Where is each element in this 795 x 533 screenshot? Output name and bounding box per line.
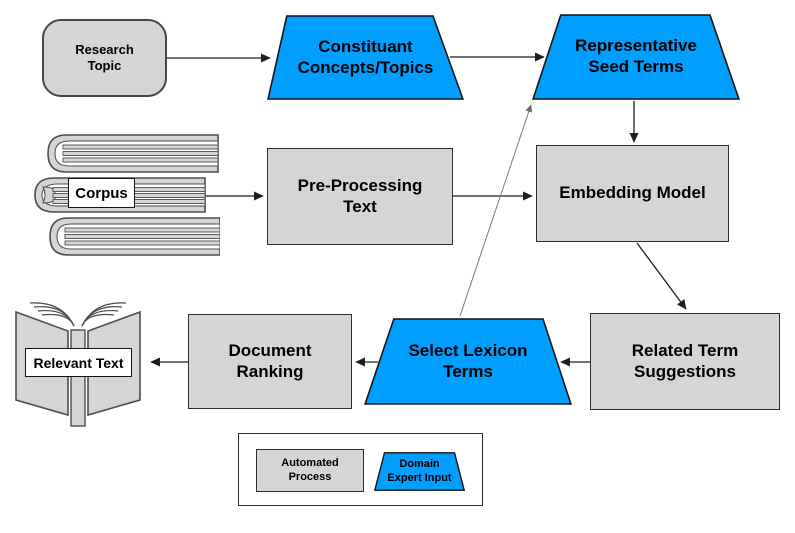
relevant-text-label-text: Relevant Text [33,354,124,371]
legend-automated-process-sample: Automated Process [256,449,364,492]
node-document-ranking: Document Ranking [188,314,352,409]
node-select-lexicon-terms: Select Lexicon Terms [364,318,572,405]
node-representative-seed-terms: Representative Seed Terms [532,14,740,100]
node-constituant-concepts: Constituant Concepts/Topics [267,15,464,100]
corpus-label: Corpus [68,178,135,208]
legend-domain-expert-sample: Domain Expert Input [374,452,465,491]
node-document-ranking-label: Document Ranking [228,340,312,381]
connector-select-feedback-to-representative [459,104,533,317]
node-embedding-model: Embedding Model [536,145,729,242]
node-representative-seed-terms-label: Representative Seed Terms [575,36,697,76]
node-constituant-concepts-label: Constituant Concepts/Topics [297,36,434,77]
node-select-lexicon-terms-label: Select Lexicon Terms [408,340,528,381]
node-pre-processing-text: Pre-Processing Text [267,148,453,245]
node-pre-processing-text-label: Pre-Processing Text [297,175,423,216]
node-related-term-suggestions: Related Term Suggestions [590,313,780,410]
node-embedding-model-label: Embedding Model [559,183,706,203]
corpus-label-text: Corpus [75,184,128,202]
legend-domain-expert-label: Domain Expert Input [387,457,452,484]
node-research-topic: Research Topic [42,19,167,97]
node-related-term-suggestions-label: Related Term Suggestions [631,340,739,381]
legend-box: Automated Process Domain Expert Input [238,433,483,506]
trapezoid-shape [267,15,464,100]
relevant-text-label: Relevant Text [25,348,132,377]
trapezoid-shape [532,14,740,100]
connector-embedding-to-related [636,242,687,310]
node-research-topic-label: Research Topic [75,42,134,73]
trapezoid-shape [364,318,572,405]
legend-automated-process-label: Automated Process [281,456,339,483]
legend-trapezoid-shape [374,452,465,491]
